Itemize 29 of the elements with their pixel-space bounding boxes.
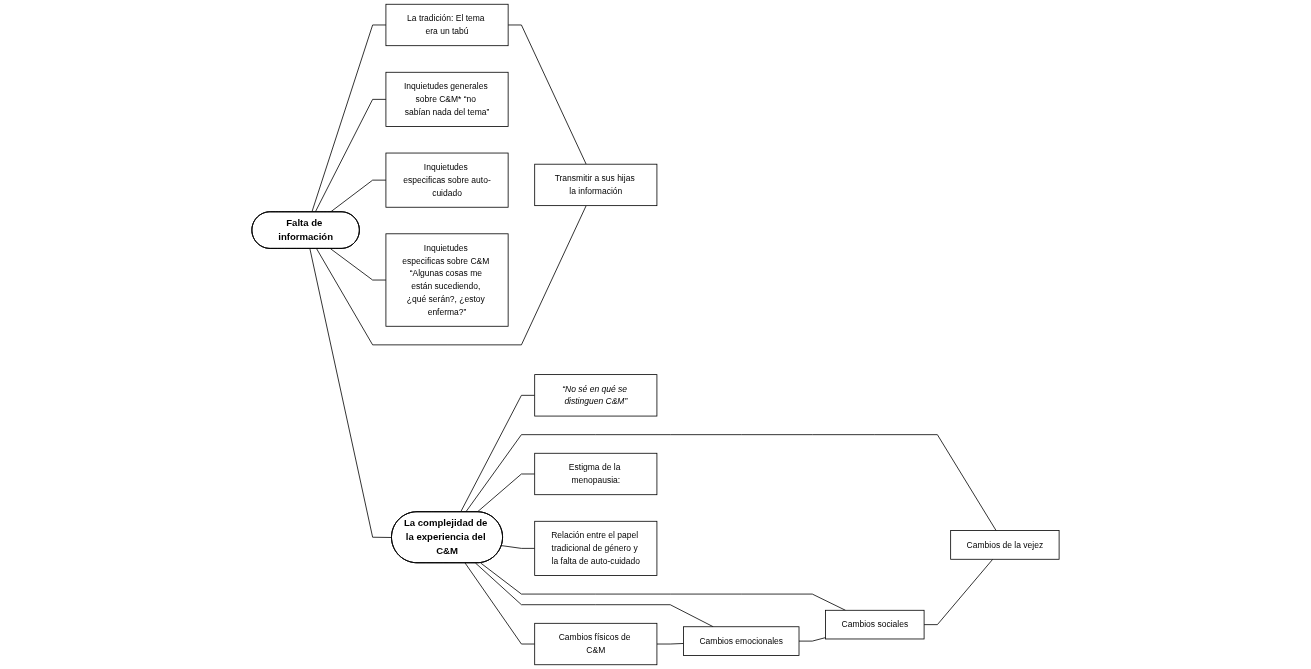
connector [330, 248, 387, 281]
connector [465, 434, 997, 531]
connector [501, 545, 536, 549]
node-box [534, 520, 658, 576]
connector [923, 558, 994, 626]
connector [464, 562, 536, 645]
connector [309, 248, 393, 538]
node-box [534, 452, 658, 496]
node-box [385, 233, 509, 327]
connector [507, 24, 587, 165]
node-box [534, 622, 658, 666]
connector [314, 98, 387, 213]
node-box [950, 530, 1060, 560]
connector [316, 205, 587, 346]
connector [798, 637, 826, 642]
node-box [683, 626, 800, 656]
node-box [534, 163, 658, 207]
node-box [385, 3, 509, 47]
connector [480, 562, 846, 611]
connector [656, 643, 684, 645]
node-box [385, 152, 509, 208]
connector [460, 394, 536, 513]
connector [475, 562, 714, 628]
connector [311, 24, 387, 213]
node-box [534, 374, 658, 417]
connector [476, 473, 536, 513]
connector [330, 179, 387, 213]
node-box [825, 609, 925, 640]
node-box [385, 71, 509, 127]
